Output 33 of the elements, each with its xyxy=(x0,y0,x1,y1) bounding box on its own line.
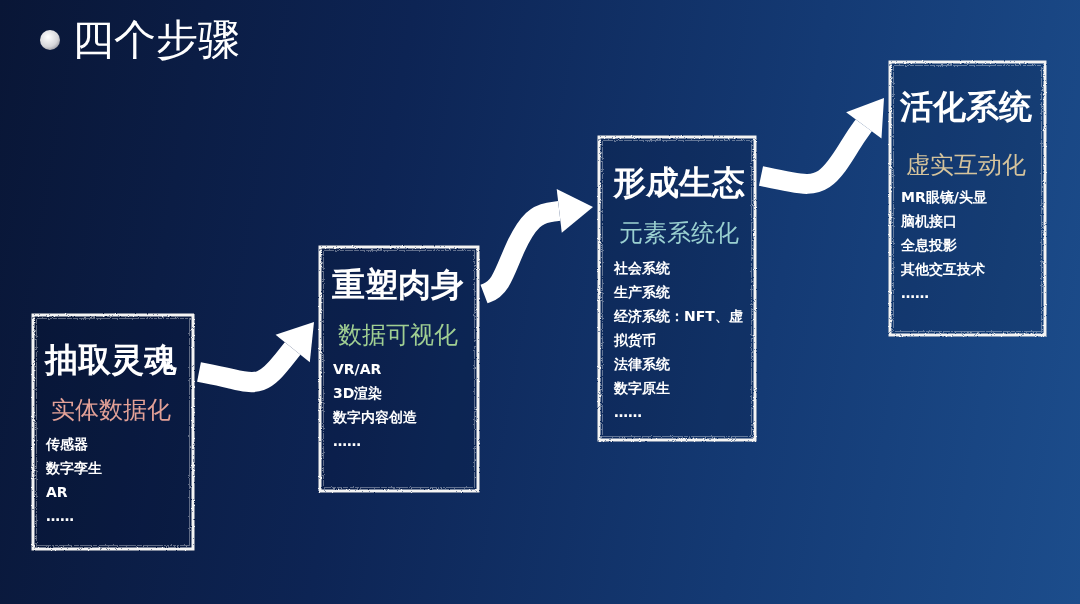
step-subheading: 元素系统化 xyxy=(618,218,739,248)
list-item: …… xyxy=(613,403,643,422)
list-item: 数字内容创造 xyxy=(332,408,418,427)
curved-arrow xyxy=(194,322,314,393)
list-item: 3D渲染 xyxy=(332,384,384,403)
list-item: 传感器 xyxy=(45,435,89,454)
step-card xyxy=(318,245,480,493)
step-subheading: 数据可视化 xyxy=(337,320,458,350)
step-heading: 抽取灵魂 xyxy=(45,340,177,380)
list-item: …… xyxy=(45,507,75,526)
step-subheading: 虚实互动化 xyxy=(905,150,1026,180)
list-item: 法律系统 xyxy=(613,355,671,374)
list-item: …… xyxy=(900,284,930,303)
step-card xyxy=(597,135,757,442)
step-card xyxy=(31,313,195,551)
list-item: 数字孪生 xyxy=(45,459,103,478)
step-card xyxy=(888,60,1047,337)
list-item: MR眼镜/头显 xyxy=(900,188,988,207)
list-item: 数字原生 xyxy=(613,379,671,398)
list-item: 生产系统 xyxy=(613,283,671,302)
list-item: 其他交互技术 xyxy=(900,260,986,279)
list-item: 经济系统：NFT、虚拟货币 xyxy=(613,307,744,350)
list-item: 全息投影 xyxy=(900,236,958,255)
list-item: …… xyxy=(332,432,362,451)
step-heading: 活化系统 xyxy=(900,87,1032,127)
list-item: 社会系统 xyxy=(613,259,671,278)
step-heading: 重塑肉身 xyxy=(332,265,464,305)
slide-title: 四个步骤 xyxy=(72,16,240,64)
list-item: AR xyxy=(45,483,69,502)
step-subheading: 实体数据化 xyxy=(50,395,171,425)
list-item: 脑机接口 xyxy=(900,212,958,231)
list-item: VR/AR xyxy=(332,360,383,379)
step-heading: 形成生态 xyxy=(613,163,745,203)
